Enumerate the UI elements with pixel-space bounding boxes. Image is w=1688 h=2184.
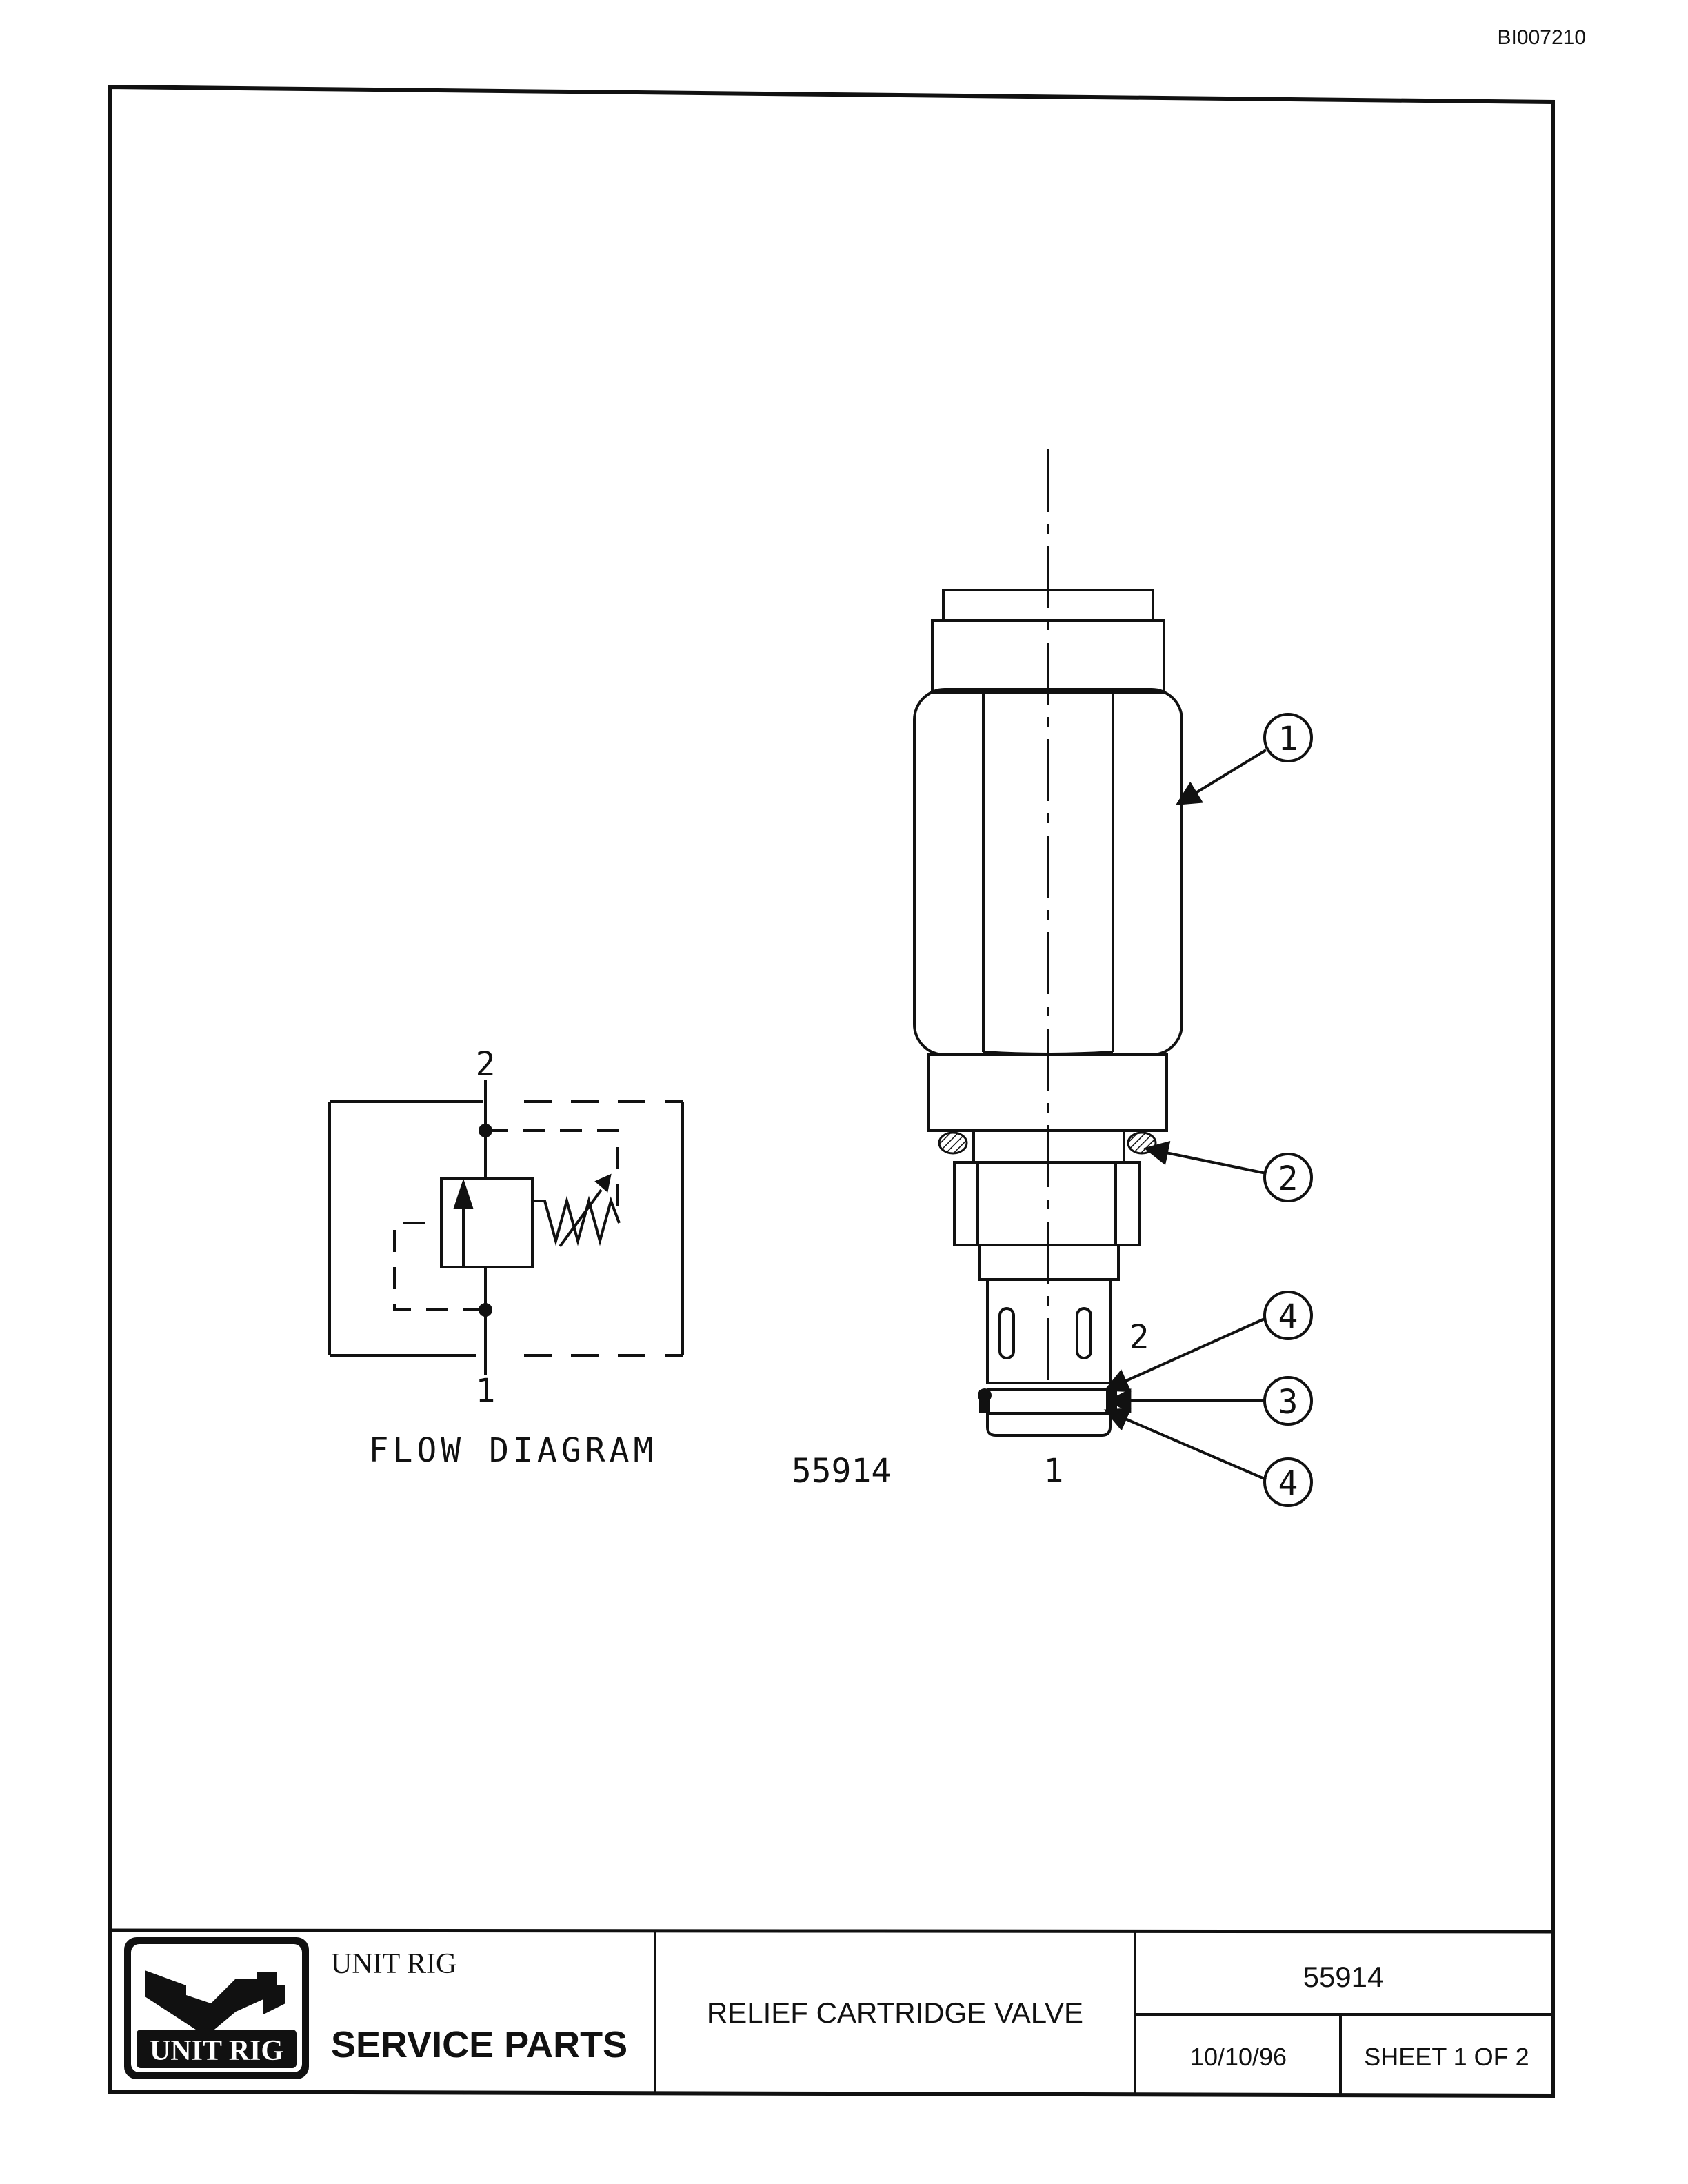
callout-1: 1	[1278, 720, 1298, 758]
drawing-part-number: 55914	[792, 1452, 892, 1490]
callout-4-lower: 4	[1278, 1464, 1298, 1503]
sheet-number: SHEET 1 OF 2	[1364, 2043, 1529, 2071]
drawing-border	[108, 84, 1555, 2099]
callout-3: 3	[1278, 1383, 1298, 1422]
valve-port-bottom-label: 1	[1044, 1452, 1064, 1490]
document-id: BI007210	[1498, 26, 1586, 49]
flow-diagram	[328, 1080, 684, 1375]
o-ring-right	[1127, 1131, 1157, 1155]
issue-date: 10/10/96	[1190, 2043, 1287, 2071]
title-block	[654, 1930, 1553, 2096]
flow-node-top	[479, 1124, 492, 1138]
flow-port-bottom-label: 1	[476, 1372, 496, 1410]
flow-node-bottom	[479, 1303, 492, 1317]
flow-port-top-label: 2	[476, 1045, 496, 1084]
callout-2: 2	[1278, 1160, 1298, 1198]
callout-4-upper: 4	[1278, 1297, 1298, 1336]
title-block-divider	[110, 1928, 1554, 1934]
company-name: UNIT RIG	[331, 1948, 456, 1980]
logo-text: UNIT RIG	[150, 2035, 283, 2067]
part-title: RELIEF CARTRIDGE VALVE	[707, 1996, 1083, 2029]
flow-diagram-title: FLOW DIAGRAM	[369, 1431, 658, 1470]
valve-drawing	[913, 449, 1313, 1507]
department-name: SERVICE PARTS	[331, 2024, 627, 2065]
o-ring-left	[938, 1131, 968, 1155]
part-number: 55914	[1303, 1961, 1384, 1993]
seal-right	[1106, 1390, 1117, 1413]
unit-rig-logo: UNIT RIG	[124, 1937, 309, 2079]
seal-left-bead	[978, 1388, 992, 1402]
valve-port-side-label: 2	[1129, 1318, 1149, 1357]
